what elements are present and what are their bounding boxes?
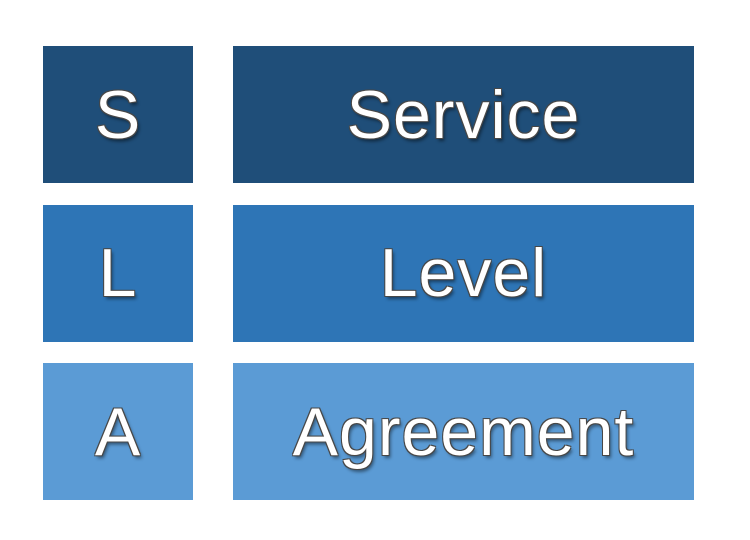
acronym-letter-a: A (94, 393, 142, 470)
acronym-letter-s: S (94, 76, 142, 153)
acronym-box-s: S (43, 46, 193, 183)
acronym-diagram: S Service L Level A Agreement (43, 46, 694, 500)
word-label-level: Level (379, 235, 548, 311)
acronym-letter-l: L (98, 235, 138, 311)
word-label-agreement: Agreement (292, 393, 635, 470)
word-box-service: Service (233, 46, 694, 183)
acronym-box-a: A (43, 363, 193, 500)
word-box-agreement: Agreement (233, 363, 694, 500)
word-box-level: Level (233, 204, 694, 342)
acronym-box-l: L (43, 204, 193, 342)
word-label-service: Service (346, 76, 581, 153)
